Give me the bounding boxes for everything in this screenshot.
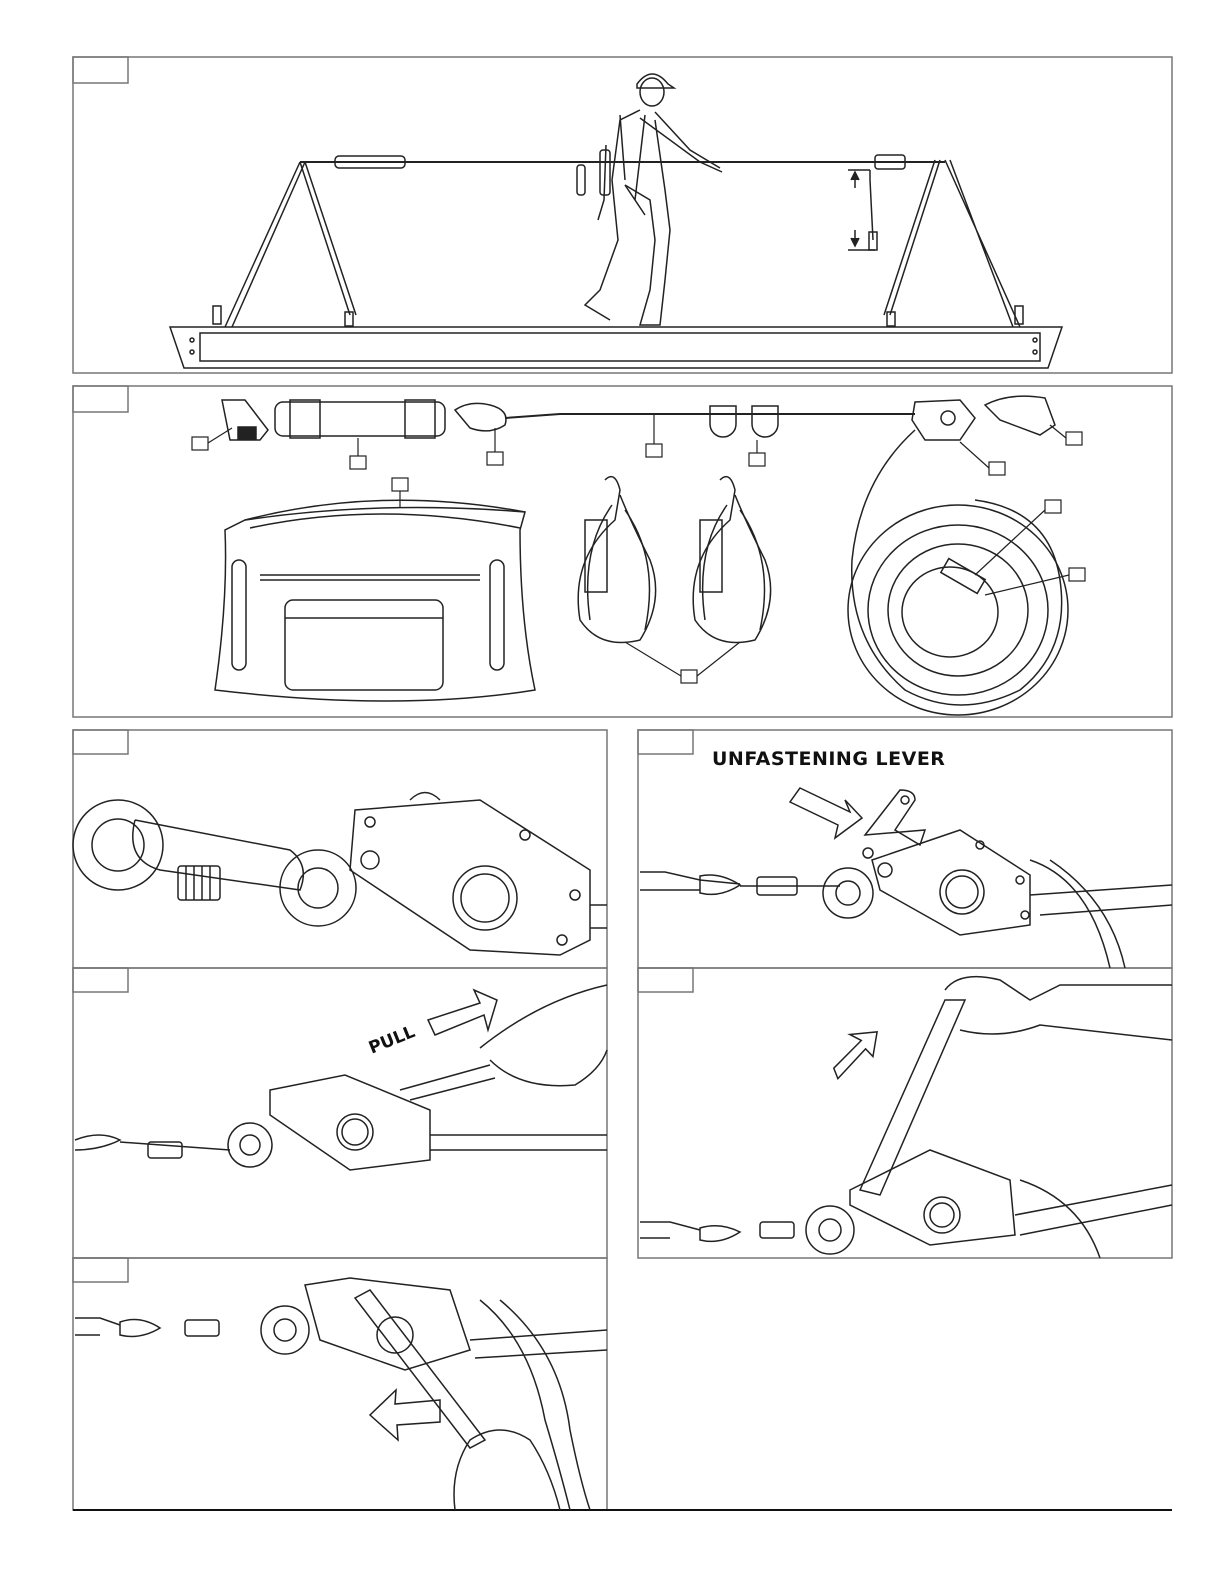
tensioner-plate [849, 1149, 1016, 1246]
anchor-sling-1 [577, 475, 657, 644]
anchor-sling-2 [692, 475, 772, 644]
rope-termination [453, 402, 507, 432]
hand [479, 984, 608, 1087]
step-tension-scene [640, 975, 1173, 1259]
panel-step-release [72, 1257, 608, 1511]
rope-guides [709, 405, 779, 438]
tensioner-plate [304, 1277, 471, 1371]
hard-hat [636, 73, 677, 89]
carabiner-right [983, 395, 1056, 436]
worker-figure [576, 73, 723, 326]
direction-arrow [368, 1388, 441, 1442]
rope-coil [850, 429, 1063, 706]
panel-step-tension [637, 967, 1173, 1259]
tripod-left [224, 161, 357, 328]
release-lever [353, 1289, 487, 1449]
tensioner-plate [871, 829, 1031, 936]
deflection-arrow [848, 169, 875, 251]
components-scene [191, 395, 1086, 716]
callout-boxes [191, 414, 1086, 684]
hand [944, 975, 1173, 1041]
step-unfasten-scene [640, 787, 1173, 969]
panel-step-pull [72, 967, 608, 1259]
carabiner-left [221, 399, 269, 441]
tensioner-plate [349, 799, 591, 956]
panel-overview [72, 56, 1173, 374]
unfastening-lever [863, 789, 927, 847]
panel-step-connect [72, 729, 608, 969]
unfastening-lever-label: UNFASTENING LEVER [712, 748, 946, 770]
panel-components [72, 385, 1173, 718]
beam [168, 326, 1064, 369]
step-connect-scene [72, 791, 607, 956]
direction-arrow [832, 1030, 879, 1080]
carry-bag [214, 506, 536, 702]
step-pull-scene [74, 984, 608, 1171]
hand [453, 1429, 561, 1511]
tensioner-plate [269, 1074, 431, 1171]
tripod-right [883, 159, 1021, 328]
panel-frames [72, 56, 1173, 1511]
tensioning-lever [858, 999, 967, 1196]
pull-arrow [426, 988, 498, 1036]
carabiner [132, 819, 305, 891]
tensioner-device [911, 399, 976, 441]
direction-arrow [788, 787, 864, 840]
step-release-scene [75, 1277, 608, 1511]
energy-absorber [274, 401, 446, 437]
overview-scene [168, 73, 1064, 369]
